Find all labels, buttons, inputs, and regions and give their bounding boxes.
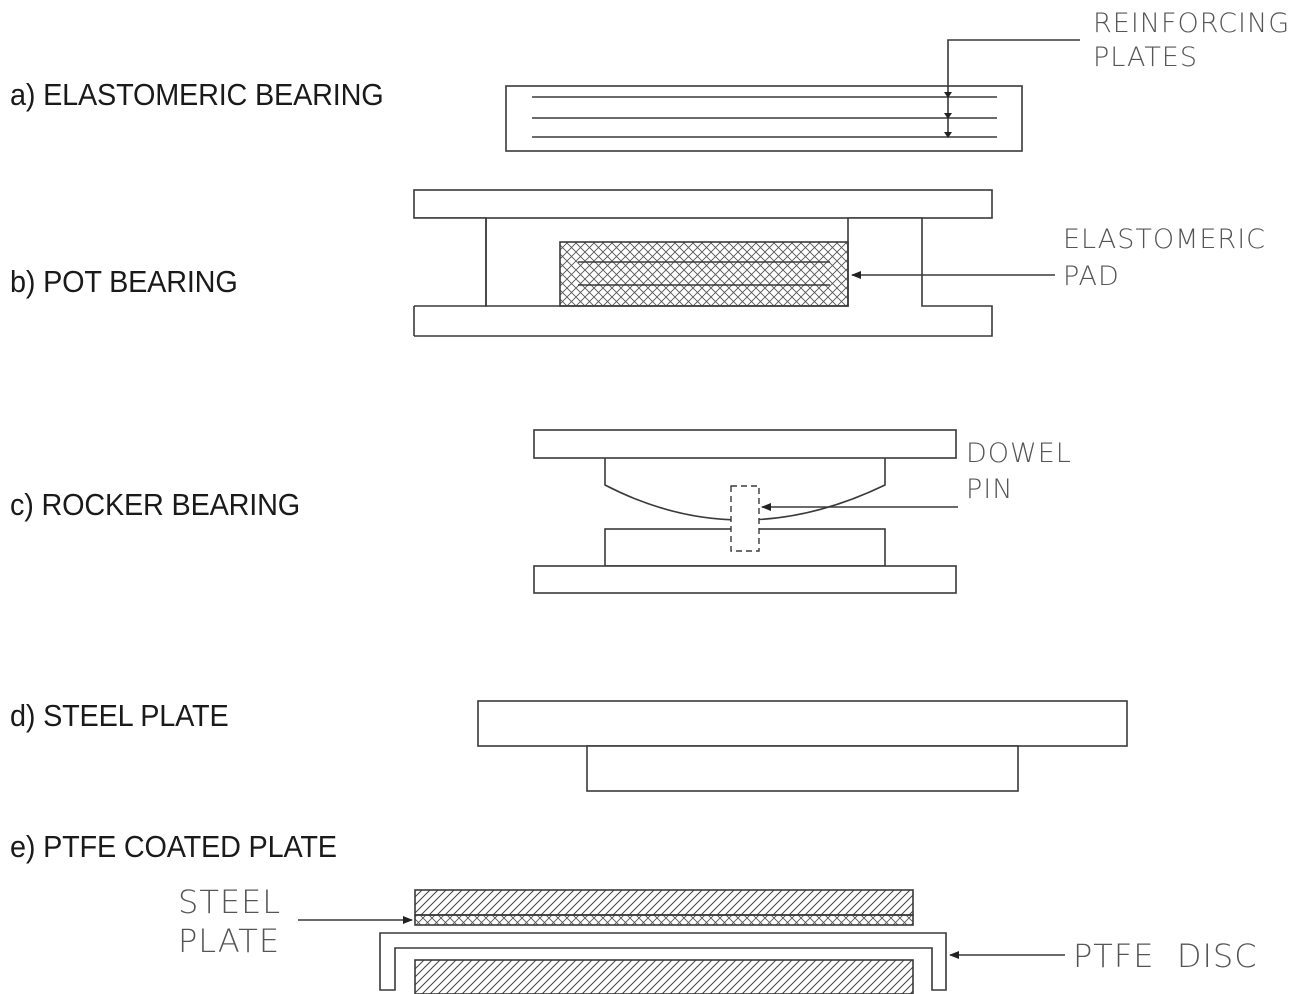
ptfe-disc xyxy=(379,932,947,991)
rocker-bearing-drawing: DOWEL PIN xyxy=(533,429,1072,594)
rocker-top-plate xyxy=(533,429,957,459)
steel-plate-label-line2: PLATE xyxy=(178,922,280,960)
reinforcing-plates-label-line2: PLATES xyxy=(1093,42,1198,73)
top-plate xyxy=(413,189,993,219)
elastomeric-pad-label-line2: PAD xyxy=(1063,261,1120,292)
upper-steel-plate-hatched xyxy=(414,889,914,916)
steel-plate-drawing xyxy=(477,700,1128,792)
elastomeric-pad-label-line1: ELASTOMERIC xyxy=(1063,224,1266,255)
ptfe-coating xyxy=(414,914,914,926)
dowel-pin xyxy=(730,485,760,552)
lower-steel-plate xyxy=(586,745,1019,792)
upper-steel-plate xyxy=(477,700,1128,747)
pot-left-wall xyxy=(414,218,487,307)
elastomeric-bearing-drawing: REINFORCING PLATES xyxy=(505,8,1290,152)
steel-plate-label-line1: STEEL xyxy=(178,883,281,921)
dowel-pin-label-line1: DOWEL xyxy=(966,438,1072,469)
title-elastomeric-bearing: a) ELASTOMERIC BEARING xyxy=(10,77,384,112)
title-pot-bearing: b) POT BEARING xyxy=(10,264,238,299)
title-steel-plate: d) STEEL PLATE xyxy=(10,698,229,733)
reinforcing-plates-label-line1: REINFORCING xyxy=(1093,8,1290,39)
leader-arrowheads xyxy=(944,92,952,138)
ptfe-coated-plate-drawing: STEEL PLATE PTFE DISC xyxy=(178,883,1258,994)
ptfe-disc-label: PTFE DISC xyxy=(1073,937,1258,975)
lower-steel-plate-hatched xyxy=(414,959,914,994)
dowel-pin-label-line2: PIN xyxy=(966,474,1013,505)
elastomeric-pad xyxy=(559,241,849,307)
title-rocker-bearing: c) ROCKER BEARING xyxy=(10,487,300,522)
pot-bearing-drawing: ELASTOMERIC PAD xyxy=(413,189,1266,337)
reinforcing-plates-leader xyxy=(947,39,1080,135)
rocker-bottom-plate xyxy=(533,565,957,594)
title-ptfe-coated-plate: e) PTFE COATED PLATE xyxy=(10,829,337,864)
